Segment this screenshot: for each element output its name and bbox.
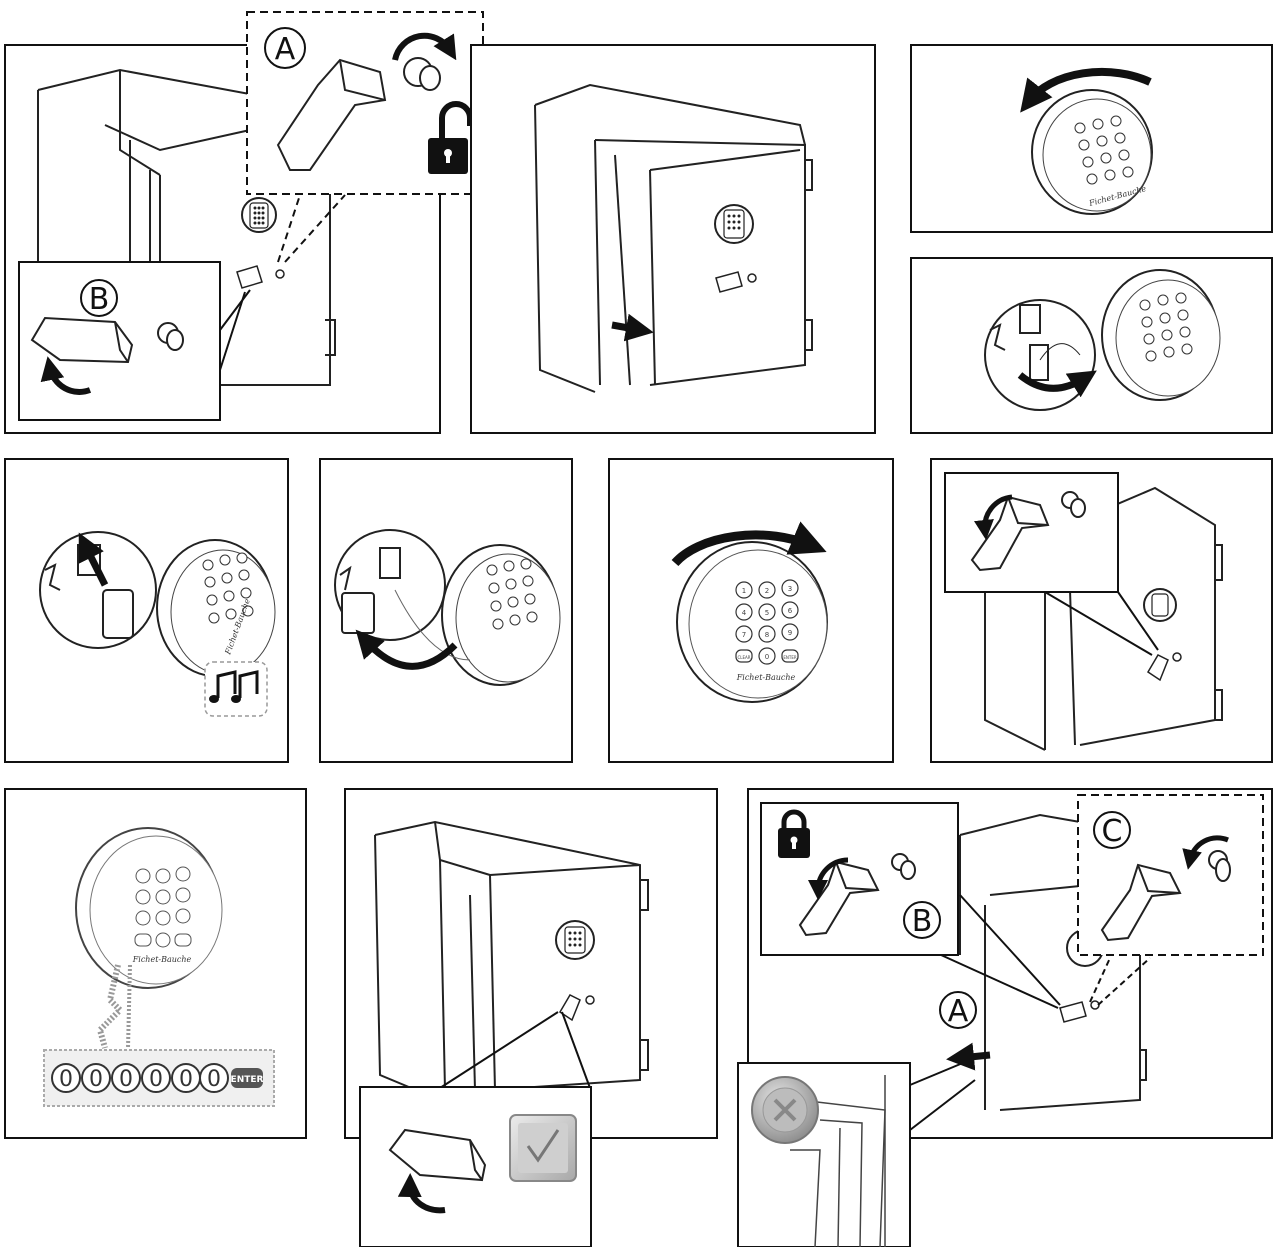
step-10-panel — [345, 789, 717, 1247]
callout-c-label: C — [1102, 814, 1123, 849]
inset-b-handle: B — [19, 262, 220, 420]
callout-b-label: B — [912, 904, 933, 939]
svg-text:4: 4 — [742, 609, 747, 617]
svg-text:6: 6 — [788, 607, 793, 615]
svg-text:2: 2 — [765, 587, 769, 595]
battery-illustration — [342, 593, 374, 633]
step-6-panel — [320, 459, 572, 762]
code-digit: 0 — [89, 1067, 103, 1092]
inset-handle-close — [945, 473, 1118, 592]
code-display: 0 0 0 0 0 0 ENTER — [44, 1050, 274, 1106]
enter-key: ENTER — [231, 1075, 264, 1085]
code-digit: 0 — [59, 1067, 73, 1092]
keypad-illustration: 1 2 3 4 5 6 7 8 9 0 CLEAR ENTER Fichet-B… — [677, 542, 827, 702]
step-9-panel: Fichet-Bauche 0 0 0 0 0 0 ENTER — [5, 789, 306, 1138]
callout-a-label: A — [948, 994, 969, 1029]
inset-a-unlock: A — [247, 12, 483, 194]
step-3-panel: Fichet-Bauche — [911, 45, 1272, 232]
callout-a-label: A — [275, 32, 296, 67]
svg-text:5: 5 — [765, 609, 769, 617]
svg-text:7: 7 — [742, 631, 746, 639]
code-digit: 0 — [207, 1067, 221, 1092]
inset-lock: B — [761, 803, 958, 955]
callout-b-label: B — [89, 282, 110, 317]
step-8-panel — [931, 459, 1272, 762]
svg-text:Fichet-Bauche: Fichet-Bauche — [736, 673, 796, 682]
svg-text:8: 8 — [765, 631, 769, 639]
step-5-panel: Fichet-Bauche — [5, 459, 288, 762]
inset-door-error — [738, 1063, 910, 1247]
svg-text:CLEAR: CLEAR — [737, 655, 750, 660]
step-4-panel — [911, 258, 1272, 433]
code-digit: 0 — [119, 1067, 133, 1092]
door-open-arrow — [612, 325, 640, 330]
svg-text:3: 3 — [788, 585, 792, 593]
cross-icon — [752, 1077, 818, 1143]
code-digit: 0 — [149, 1067, 163, 1092]
door-close-arrow — [960, 1055, 990, 1058]
battery-illustration — [103, 590, 133, 638]
svg-text:0: 0 — [765, 653, 769, 661]
safe-keypad-small — [250, 203, 268, 228]
step-7-panel: 1 2 3 4 5 6 7 8 9 0 CLEAR ENTER Fichet-B… — [609, 459, 893, 762]
checkmark-icon — [510, 1115, 576, 1181]
code-digit: 0 — [179, 1067, 193, 1092]
inset-c-key: C — [1078, 795, 1263, 955]
music-notes-icon — [205, 662, 267, 716]
keypad-illustration: Fichet-Bauche — [1032, 90, 1152, 214]
step-11-panel: A B C — [738, 789, 1272, 1247]
svg-text:ENTER: ENTER — [783, 655, 796, 660]
keypad-illustration — [442, 545, 560, 685]
step-2-panel — [471, 45, 875, 433]
inset-handle-check — [360, 1087, 591, 1247]
svg-text:Fichet-Bauche: Fichet-Bauche — [132, 955, 192, 964]
keypad-illustration — [1102, 270, 1220, 400]
svg-text:1: 1 — [742, 587, 746, 595]
svg-text:9: 9 — [788, 629, 792, 637]
keypad-illustration: Fichet-Bauche — [157, 540, 275, 676]
keypad-illustration: Fichet-Bauche — [76, 828, 222, 988]
